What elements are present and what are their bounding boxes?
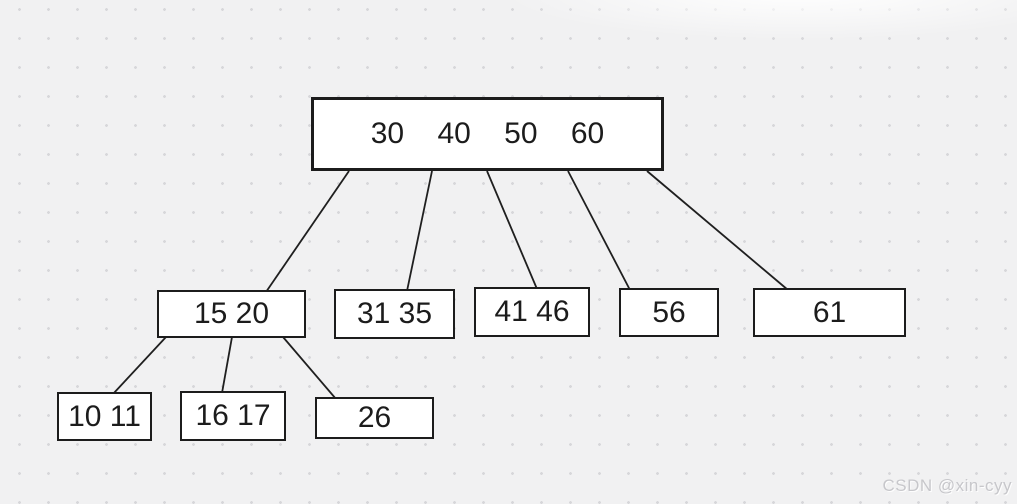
edge-root-to-15-20: [265, 170, 350, 293]
tree-node-56: 56: [619, 288, 719, 337]
tree-node-label: 61: [812, 295, 847, 329]
tree-node-label: 15 20: [193, 297, 270, 330]
tree-node-label: 56: [652, 295, 686, 329]
edge-15-20-to-16-17: [221, 336, 233, 394]
tree-node-10-11: 10 11: [57, 392, 152, 441]
edge-15-20-to-26: [282, 336, 337, 400]
tree-node-26: 26: [315, 397, 434, 439]
edge-root-to-31-35: [406, 170, 433, 292]
tree-node-15-20: 15 20: [157, 290, 306, 338]
tree-node-label: 30 40 50 60: [370, 117, 605, 150]
tree-node-61: 61: [753, 288, 906, 337]
csdn-watermark: CSDN @xin-cyy: [882, 476, 1012, 495]
tree-node-label: 41 46: [494, 295, 570, 328]
tree-node-label: 16 17: [195, 399, 271, 432]
tree-node-31-35: 31 35: [334, 289, 455, 339]
tree-node-label: 10 11: [68, 399, 141, 433]
tree-node-16-17: 16 17: [180, 391, 286, 441]
tree-node-root: 30 40 50 60: [311, 97, 664, 171]
edge-root-to-56: [567, 170, 631, 291]
tree-node-41-46: 41 46: [474, 287, 590, 337]
edge-root-to-61: [646, 170, 789, 291]
tree-node-label: 31 35: [356, 297, 433, 330]
edge-root-to-41-46: [486, 170, 538, 290]
edge-15-20-to-10-11: [112, 336, 167, 395]
tree-node-label: 26: [357, 401, 392, 434]
